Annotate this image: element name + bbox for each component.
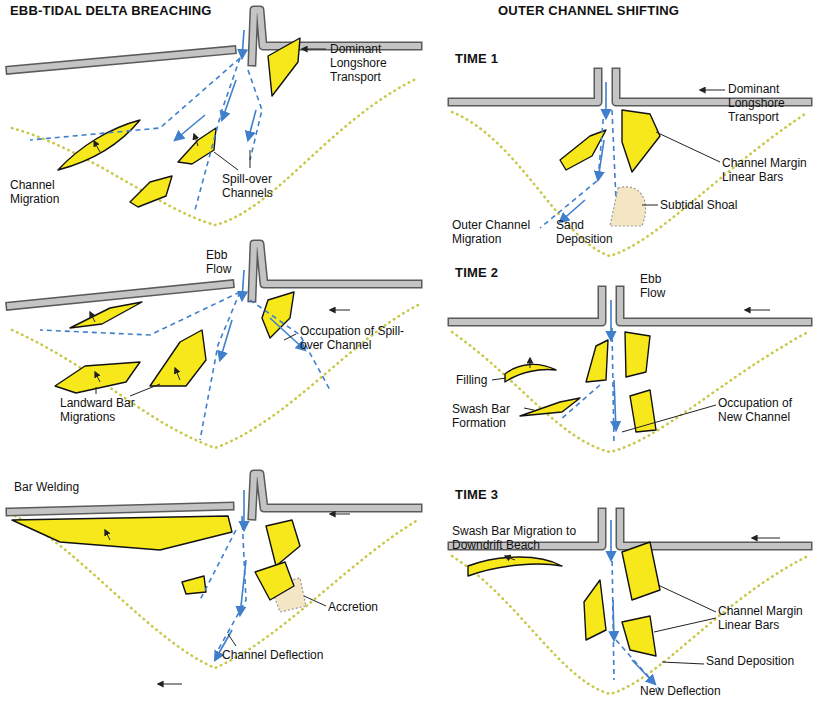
panel-heading: OUTER CHANNEL SHIFTING <box>498 4 758 18</box>
feature-label: Sand Deposition <box>556 218 626 246</box>
feature-label: Swash Bar Migration to Downdrift Beach <box>452 524 582 552</box>
feature-label: Ebb Flow <box>640 272 680 300</box>
panel-breaching-3 <box>10 474 418 684</box>
feature-label: Channel Margin Linear Bars <box>722 156 807 184</box>
panel-breaching-2 <box>10 244 418 448</box>
panel-shifting-2 <box>452 290 808 452</box>
feature-label: Channel Deflection <box>222 648 352 662</box>
feature-label: Ebb Flow <box>206 248 246 276</box>
panel-shifting-3 <box>452 512 808 694</box>
feature-label: New Deflection <box>640 684 750 698</box>
panel-shifting-1 <box>452 72 808 256</box>
feature-label: Channel Margin Linear Bars <box>718 604 808 632</box>
feature-label: Channel Migration <box>10 178 80 206</box>
feature-label: Outer Channel Migration <box>452 218 532 246</box>
panel-heading: TIME 2 <box>455 266 525 280</box>
panel-breaching-1 <box>10 10 418 225</box>
panel-heading: TIME 3 <box>455 488 525 502</box>
feature-label: Occupation of Spill-over Channel <box>300 324 410 352</box>
panel-heading: EBB-TIDAL DELTA BREACHING <box>10 4 280 18</box>
feature-label: Dominant Longshore Transport <box>330 42 415 84</box>
feature-label: Spill-over Channels <box>222 172 302 200</box>
feature-label: Subtidal Shoal <box>660 198 750 212</box>
feature-label: Occupation of New Channel <box>718 396 803 424</box>
feature-label: Dominant Longshore Transport <box>728 82 808 124</box>
feature-label: Sand Deposition <box>706 654 796 668</box>
feature-label: Accretion <box>328 600 398 614</box>
feature-label: Filling <box>456 373 516 387</box>
panel-heading: TIME 1 <box>455 52 525 66</box>
feature-label: Swash Bar Formation <box>452 402 527 430</box>
feature-label: Landward Bar Migrations <box>60 396 160 424</box>
feature-label: Bar Welding <box>14 480 114 494</box>
